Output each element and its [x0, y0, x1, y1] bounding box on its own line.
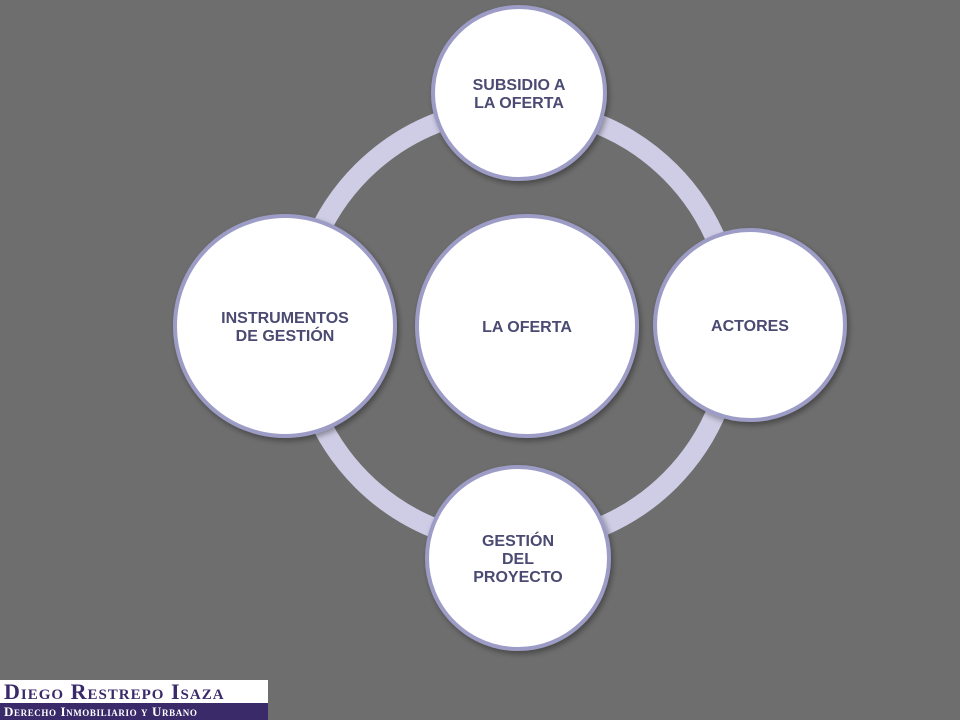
label-line: SUBSIDIO A [473, 77, 566, 94]
logo-name: Diego Restrepo Isaza [4, 679, 225, 704]
label-line: INSTRUMENTOS [221, 310, 349, 327]
center-label: LA OFERTA [482, 319, 572, 336]
node-bottom-circle [425, 465, 611, 651]
center-circle [415, 214, 639, 438]
label-line: PROYECTO [473, 569, 563, 586]
label-line: LA OFERTA [474, 95, 564, 112]
node-top-circle [431, 5, 607, 181]
node-actores: ACTORES [653, 228, 847, 422]
node-right-label: ACTORES [711, 318, 789, 335]
label-line: LA OFERTA [482, 319, 572, 336]
label-line: GESTIÓN [482, 531, 554, 550]
center-node-la-oferta: LA OFERTA [415, 214, 639, 438]
node-right-circle [653, 228, 847, 422]
label-line: ACTORES [711, 318, 789, 335]
label-line: DE GESTIÓN [236, 326, 335, 345]
node-left-circle [173, 214, 397, 438]
label-line: DEL [502, 551, 534, 568]
logo-subtitle: Derecho Inmobiliario y Urbano [0, 703, 268, 720]
author-logo: Diego Restrepo Isaza Derecho Inmobiliari… [0, 680, 268, 720]
